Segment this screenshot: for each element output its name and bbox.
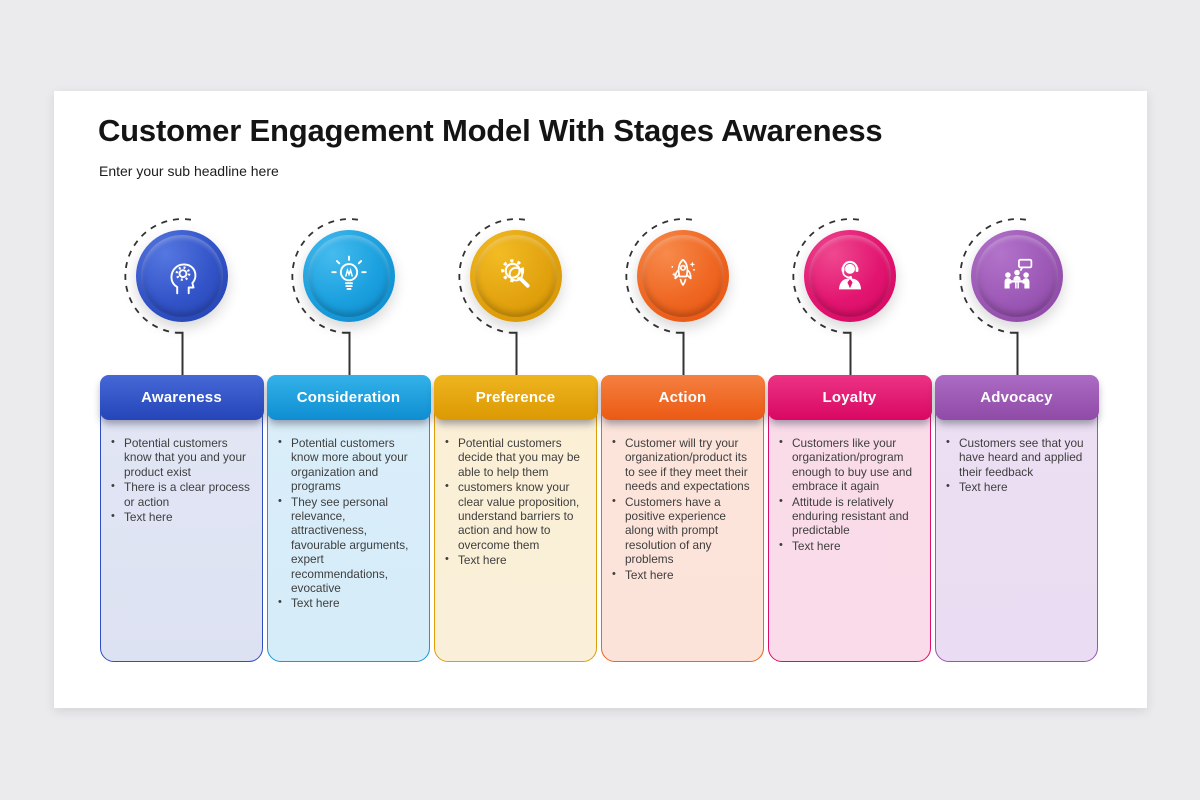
bullet-list: Potential customers know more about your…: [268, 376, 429, 620]
stage-label: Preference: [475, 388, 556, 406]
bullet-list: Customers see that you have heard and ap…: [936, 376, 1097, 504]
bullet-item: Potential customers know that you and yo…: [109, 436, 255, 479]
bullet-item: There is a clear process or action: [109, 480, 255, 509]
bullet-item: Text here: [944, 480, 1090, 494]
bullet-item: Text here: [610, 568, 756, 582]
dashed-arc-connector: [624, 218, 692, 375]
stages-row: Awareness Potential customers know that …: [99, 211, 1099, 662]
stage-card: Loyalty Customers like your organization…: [767, 374, 932, 662]
bullet-list: Customer will try your organization/prod…: [602, 376, 763, 591]
slide: Customer Engagement Model With Stages Aw…: [54, 91, 1147, 708]
bullet-list: Customers like your organization/program…: [769, 376, 930, 562]
stage-header: Consideration: [266, 374, 431, 420]
bullet-item: Text here: [109, 510, 255, 524]
stage-circle: [469, 230, 562, 322]
stage-graphic: [601, 211, 764, 375]
bullet-item: Customers see that you have heard and ap…: [944, 436, 1090, 479]
bullet-list: Potential customers know that you and yo…: [101, 376, 262, 533]
dashed-arc-connector: [123, 218, 191, 375]
stage-card: Preference Potential customers decide th…: [433, 374, 598, 662]
stage-graphic: [267, 211, 430, 375]
bullet-item: Attitude is relatively enduring resistan…: [777, 495, 923, 538]
stage-graphic: [935, 211, 1098, 375]
bullet-item: They see personal relevance, attractiven…: [276, 495, 422, 596]
lightbulb-icon: [330, 255, 367, 290]
stage-label: Action: [658, 388, 707, 406]
gear-magnifier-icon: [500, 259, 530, 288]
stage-advocacy: Advocacy Customers see that you have hea…: [934, 211, 1099, 662]
bullet-item: customers know your clear value proposit…: [443, 480, 589, 552]
stage-circle: [803, 230, 896, 322]
bullet-item: Customers like your organization/program…: [777, 436, 923, 494]
stage-circle: [970, 230, 1063, 322]
stage-card: Action Customer will try your organizati…: [600, 374, 765, 662]
stage-action: Action Customer will try your organizati…: [600, 211, 765, 662]
stage-header: Action: [600, 374, 765, 420]
stage-label: Awareness: [141, 388, 222, 406]
mind-gear-icon: [170, 263, 196, 295]
stage-consideration: Consideration Potential customers know m…: [266, 211, 431, 662]
stage-header: Awareness: [99, 374, 264, 420]
bullet-item: Potential customers know more about your…: [276, 436, 422, 494]
stage-label: Advocacy: [980, 388, 1053, 406]
stage-graphic: [100, 211, 263, 375]
bullet-item: Text here: [276, 596, 422, 610]
stage-card: Awareness Potential customers know that …: [99, 374, 264, 662]
stage-card: Consideration Potential customers know m…: [266, 374, 431, 662]
rocket-icon: [670, 258, 695, 286]
support-agent-icon: [838, 260, 861, 290]
bullet-item: Text here: [777, 539, 923, 553]
stage-card: Advocacy Customers see that you have hea…: [934, 374, 1099, 662]
dashed-arc-connector: [791, 218, 859, 375]
stage-graphic: [768, 211, 931, 375]
meeting-icon: [1004, 258, 1032, 289]
stage-header: Preference: [433, 374, 598, 420]
page-title: Customer Engagement Model With Stages Aw…: [98, 113, 883, 148]
bullet-item: Customer will try your organization/prod…: [610, 436, 756, 494]
bullet-item: Potential customers decide that you may …: [443, 436, 589, 479]
stage-circle: [302, 230, 395, 322]
stage-awareness: Awareness Potential customers know that …: [99, 211, 264, 662]
stage-circle: [135, 230, 228, 322]
bullet-item: Customers have a positive experience alo…: [610, 495, 756, 567]
dashed-arc-connector: [958, 218, 1026, 375]
stage-label: Consideration: [296, 388, 401, 406]
dashed-arc-connector: [457, 218, 525, 375]
bullet-list: Potential customers decide that you may …: [435, 376, 596, 577]
stage-preference: Preference Potential customers decide th…: [433, 211, 598, 662]
bullet-item: Text here: [443, 553, 589, 567]
stage-circle: [636, 230, 729, 322]
dashed-arc-connector: [290, 218, 358, 375]
stage-loyalty: Loyalty Customers like your organization…: [767, 211, 932, 662]
stage-graphic: [434, 211, 597, 375]
stage-label: Loyalty: [822, 388, 877, 406]
page-subtitle: Enter your sub headline here: [99, 163, 279, 179]
stage-header: Loyalty: [767, 374, 932, 420]
stage-header: Advocacy: [934, 374, 1099, 420]
